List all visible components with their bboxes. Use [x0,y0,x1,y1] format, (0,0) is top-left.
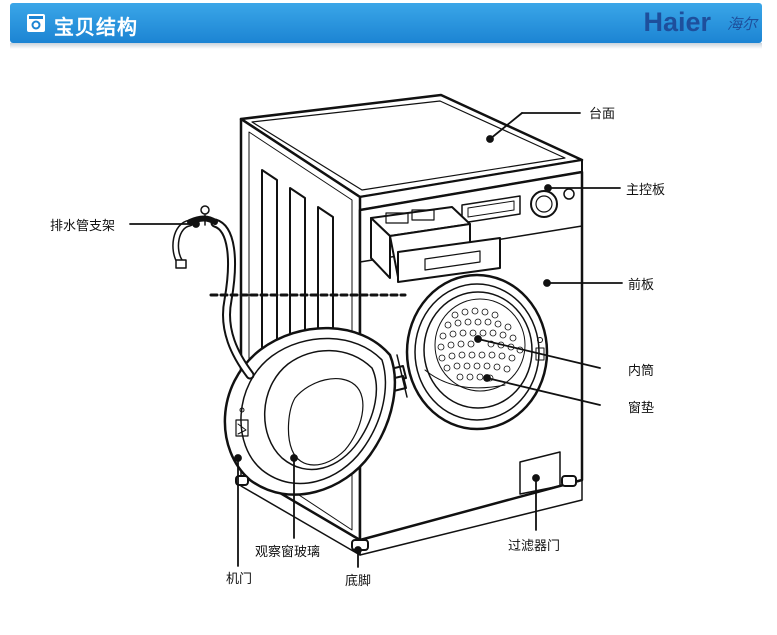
drum-holes [437,307,524,382]
leader-lines [129,112,623,568]
detergent-drawer [370,206,501,283]
brand-name-cn: 海尔 [726,15,757,33]
label-viewing-glass: 观察窗玻璃 [255,545,321,560]
brand-logo: Haier 海尔 [609,5,759,39]
label-inner-drum: 内筒 [628,364,655,379]
label-countertop: 台面 [589,107,616,122]
drum-assembly [405,273,549,431]
drain-hose [172,205,255,380]
label-front-panel: 前板 [628,278,655,293]
label-window-gasket: 窗垫 [628,401,655,416]
washing-machine-icon [27,14,45,32]
label-control-panel: 主控板 [626,183,666,198]
brand-name-en: Haier [643,7,711,37]
label-door: 机门 [226,572,253,587]
page-title: 宝贝结构 [54,15,138,39]
header-shadow [10,43,762,49]
control-panel [461,188,575,224]
label-base-foot: 底脚 [345,574,372,589]
door [223,326,396,496]
label-filter-door: 过滤器门 [508,539,561,554]
header-bar: 宝贝结构 [10,3,762,43]
label-drain-hose-bracket: 排水管支架 [50,219,116,234]
